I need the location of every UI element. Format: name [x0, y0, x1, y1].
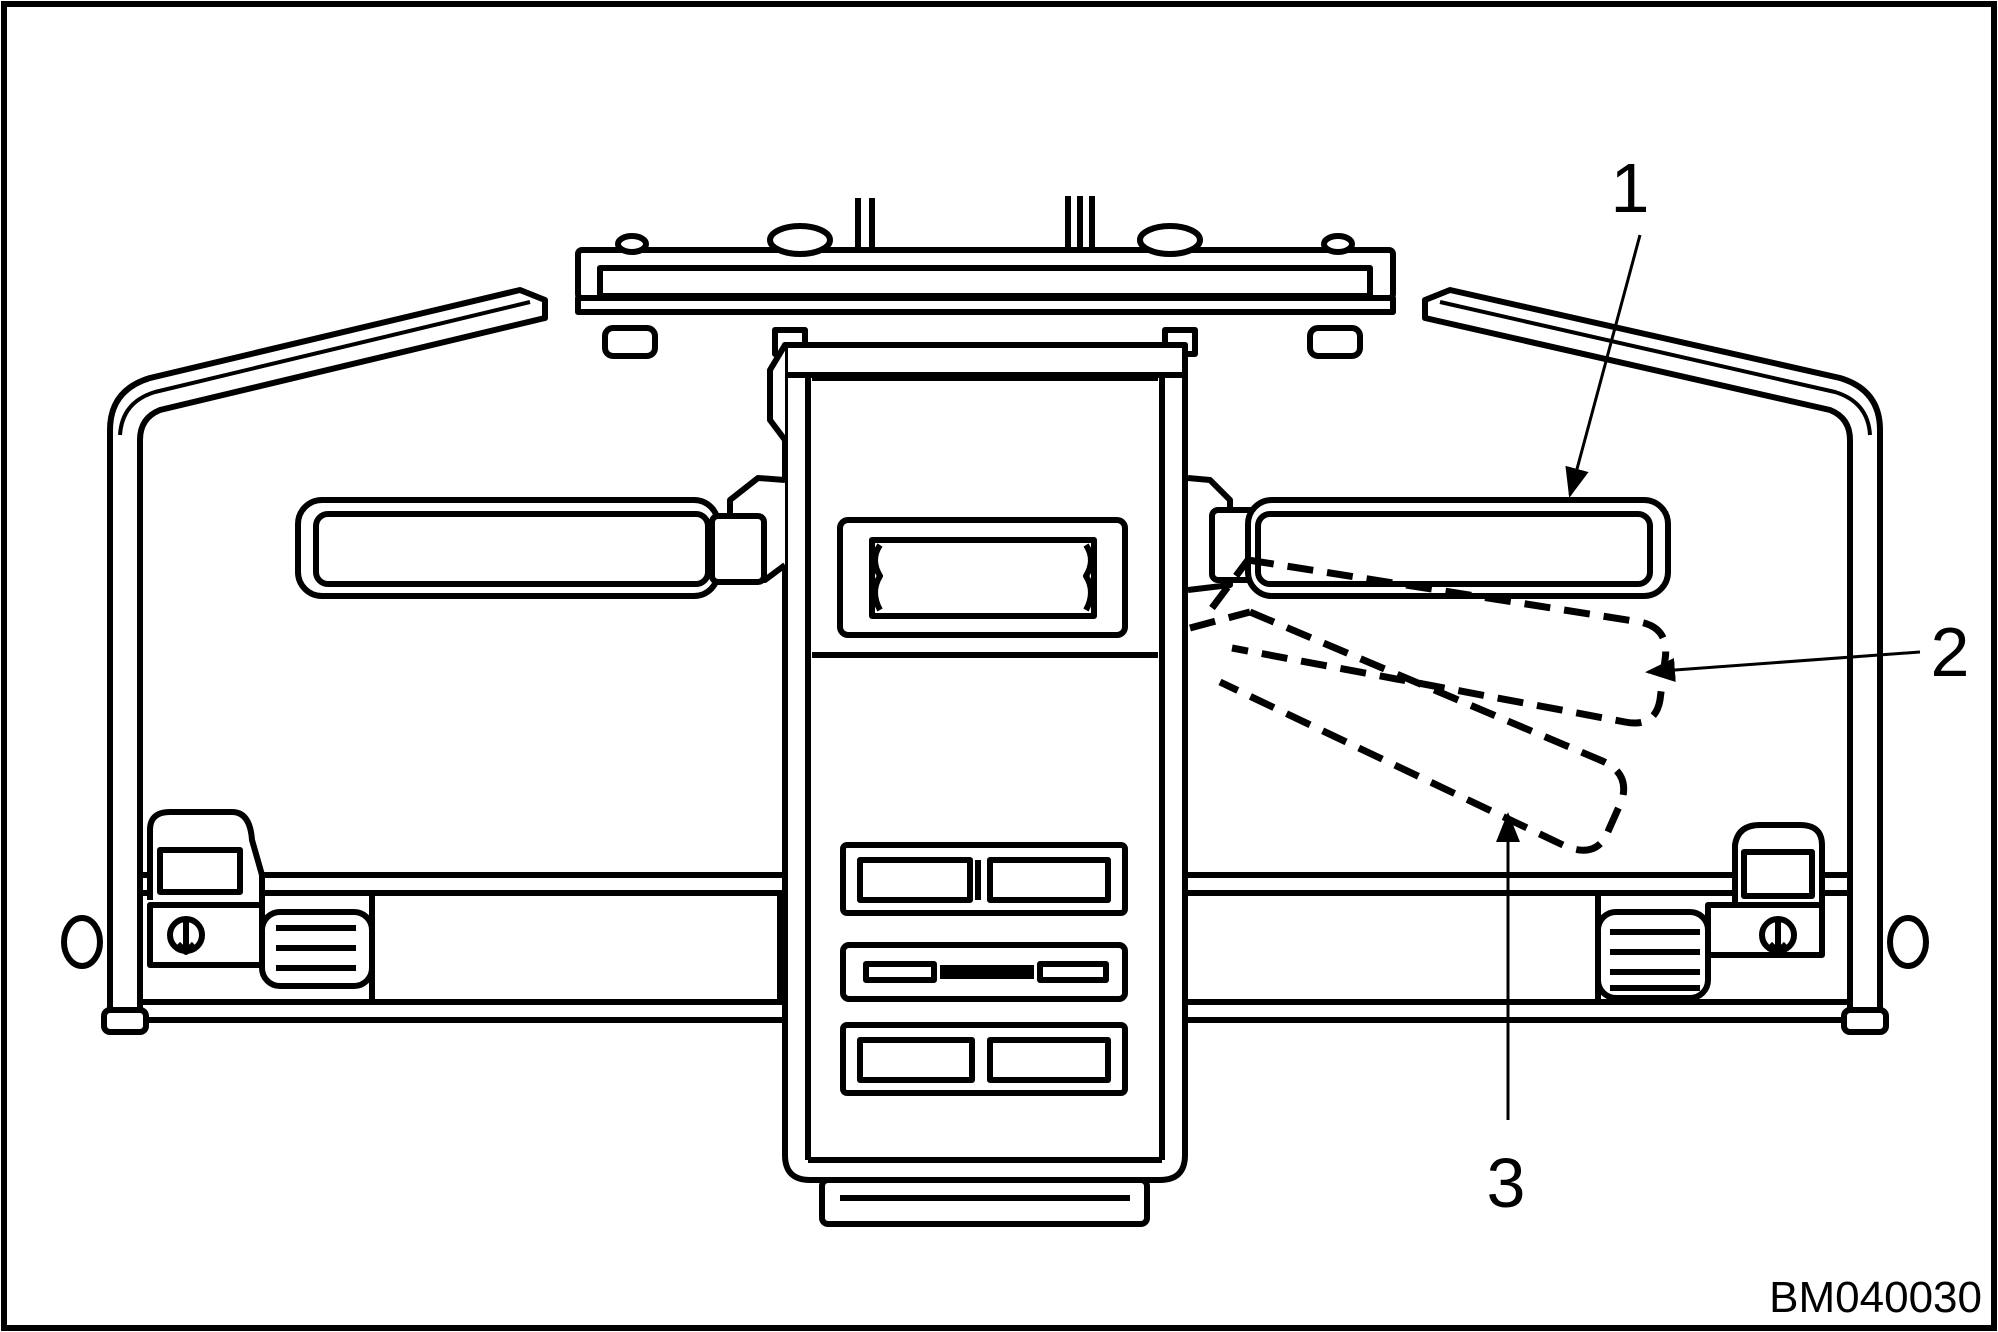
frame-knobs [61, 915, 1929, 969]
central-column [782, 342, 1188, 1227]
lever-position-1 [1187, 475, 1671, 599]
callout-1: 1 [1611, 149, 1650, 227]
leader-lines [1496, 234, 1921, 1120]
callout-2: 2 [1931, 613, 1970, 691]
lever-position-3 [1189, 608, 1628, 854]
figure-code: BM040030 [1769, 1273, 1982, 1322]
left-lever [295, 497, 767, 599]
left-clamp [147, 809, 375, 989]
lever-position-2 [1209, 556, 1670, 727]
right-clamp [1595, 822, 1825, 1001]
frame-tube [101, 287, 1889, 1035]
top-bracket [575, 196, 1396, 359]
leader-1 [1565, 234, 1642, 498]
leader-2 [1645, 650, 1921, 682]
callout-3: 3 [1487, 1144, 1526, 1222]
